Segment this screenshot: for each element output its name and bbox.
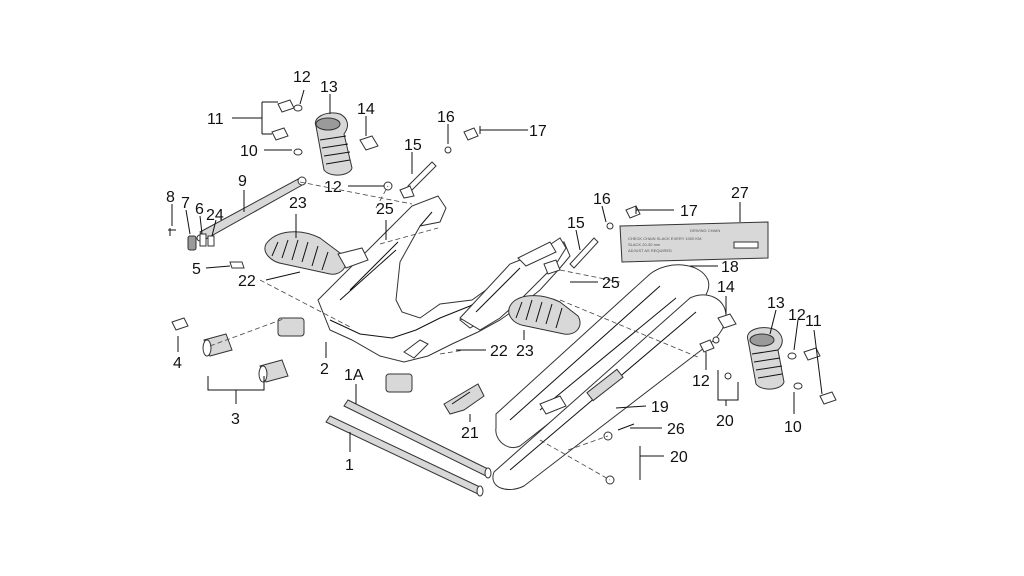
label-17-right: 17 bbox=[680, 203, 698, 220]
label-12-right: 12 bbox=[788, 307, 806, 324]
label-20-right: 20 bbox=[716, 413, 734, 430]
label-23-right: 23 bbox=[516, 343, 534, 360]
left-shock-absorber bbox=[271, 99, 379, 176]
upper-bolts-right bbox=[543, 205, 641, 275]
label-20-lower: 20 bbox=[670, 449, 688, 466]
label-16-right: 16 bbox=[593, 191, 611, 208]
leader-lines bbox=[171, 89, 823, 480]
right-frame bbox=[459, 237, 567, 331]
label-19: 19 bbox=[651, 399, 669, 416]
label-1: 1 bbox=[345, 457, 354, 474]
label-14-left: 14 bbox=[357, 101, 375, 118]
label-15-left: 15 bbox=[404, 137, 422, 154]
label-9: 9 bbox=[238, 173, 247, 190]
label-27: 27 bbox=[731, 185, 749, 202]
label-10-left: 10 bbox=[240, 143, 258, 160]
label-16-left: 16 bbox=[437, 109, 455, 126]
label-13-right: 13 bbox=[767, 295, 785, 312]
decal-plate: DRIVING CHAIN CHECK CHAIN SLACK EVERY 10… bbox=[619, 221, 769, 263]
svg-text:SLACK 20-30 mm: SLACK 20-30 mm bbox=[628, 242, 661, 247]
label-13-left: 13 bbox=[320, 79, 338, 96]
label-7: 7 bbox=[181, 195, 190, 212]
right-shock-absorber bbox=[699, 313, 837, 405]
left-rod-assembly bbox=[168, 176, 307, 269]
assembly-guide-lines bbox=[209, 181, 701, 481]
label-5: 5 bbox=[192, 261, 201, 278]
axle-shafts bbox=[325, 399, 492, 497]
chain-guard bbox=[492, 264, 727, 490]
label-8: 8 bbox=[166, 189, 175, 206]
small-hardware bbox=[603, 423, 635, 485]
bracket-21 bbox=[443, 383, 485, 415]
label-4: 4 bbox=[173, 355, 182, 372]
label-2: 2 bbox=[320, 361, 329, 378]
label-17-left: 17 bbox=[529, 123, 547, 140]
svg-text:CHECK CHAIN SLACK EVERY 1000 K: CHECK CHAIN SLACK EVERY 1000 KM bbox=[628, 236, 701, 241]
label-23-left: 23 bbox=[289, 195, 307, 212]
label-12-lower: 12 bbox=[692, 373, 710, 390]
label-1a: 1A bbox=[344, 367, 364, 384]
right-footpeg bbox=[508, 295, 581, 335]
svg-text:ADJUST AS REQUIRED: ADJUST AS REQUIRED bbox=[628, 248, 672, 253]
label-11-right: 11 bbox=[805, 313, 822, 330]
left-footpeg bbox=[264, 231, 369, 275]
label-25-right: 25 bbox=[602, 275, 620, 292]
label-11-left: 11 bbox=[207, 111, 224, 128]
upper-bolts-left bbox=[383, 127, 479, 199]
label-25-left: 25 bbox=[376, 201, 394, 218]
label-12-top: 12 bbox=[293, 69, 311, 86]
label-22-right: 22 bbox=[490, 343, 508, 360]
frame-bushing-right bbox=[385, 373, 413, 393]
label-26: 26 bbox=[667, 421, 685, 438]
label-24: 24 bbox=[206, 207, 224, 224]
label-15-right: 15 bbox=[567, 215, 585, 232]
chain-guard-lower bbox=[492, 294, 727, 490]
label-21: 21 bbox=[461, 425, 479, 442]
label-10-right: 10 bbox=[784, 419, 802, 436]
label-22-left: 22 bbox=[238, 273, 256, 290]
svg-text:DRIVING CHAIN: DRIVING CHAIN bbox=[690, 228, 720, 233]
left-bushings bbox=[171, 317, 289, 383]
label-12-mid: 12 bbox=[324, 179, 342, 196]
label-18: 18 bbox=[721, 259, 739, 276]
label-6: 6 bbox=[195, 201, 204, 218]
label-14-right: 14 bbox=[717, 279, 735, 296]
frame-bushing-left bbox=[277, 317, 305, 337]
callout-labels: 13 12 14 11 10 16 17 15 12 9 8 7 6 24 23… bbox=[166, 69, 822, 474]
label-3: 3 bbox=[231, 411, 240, 428]
